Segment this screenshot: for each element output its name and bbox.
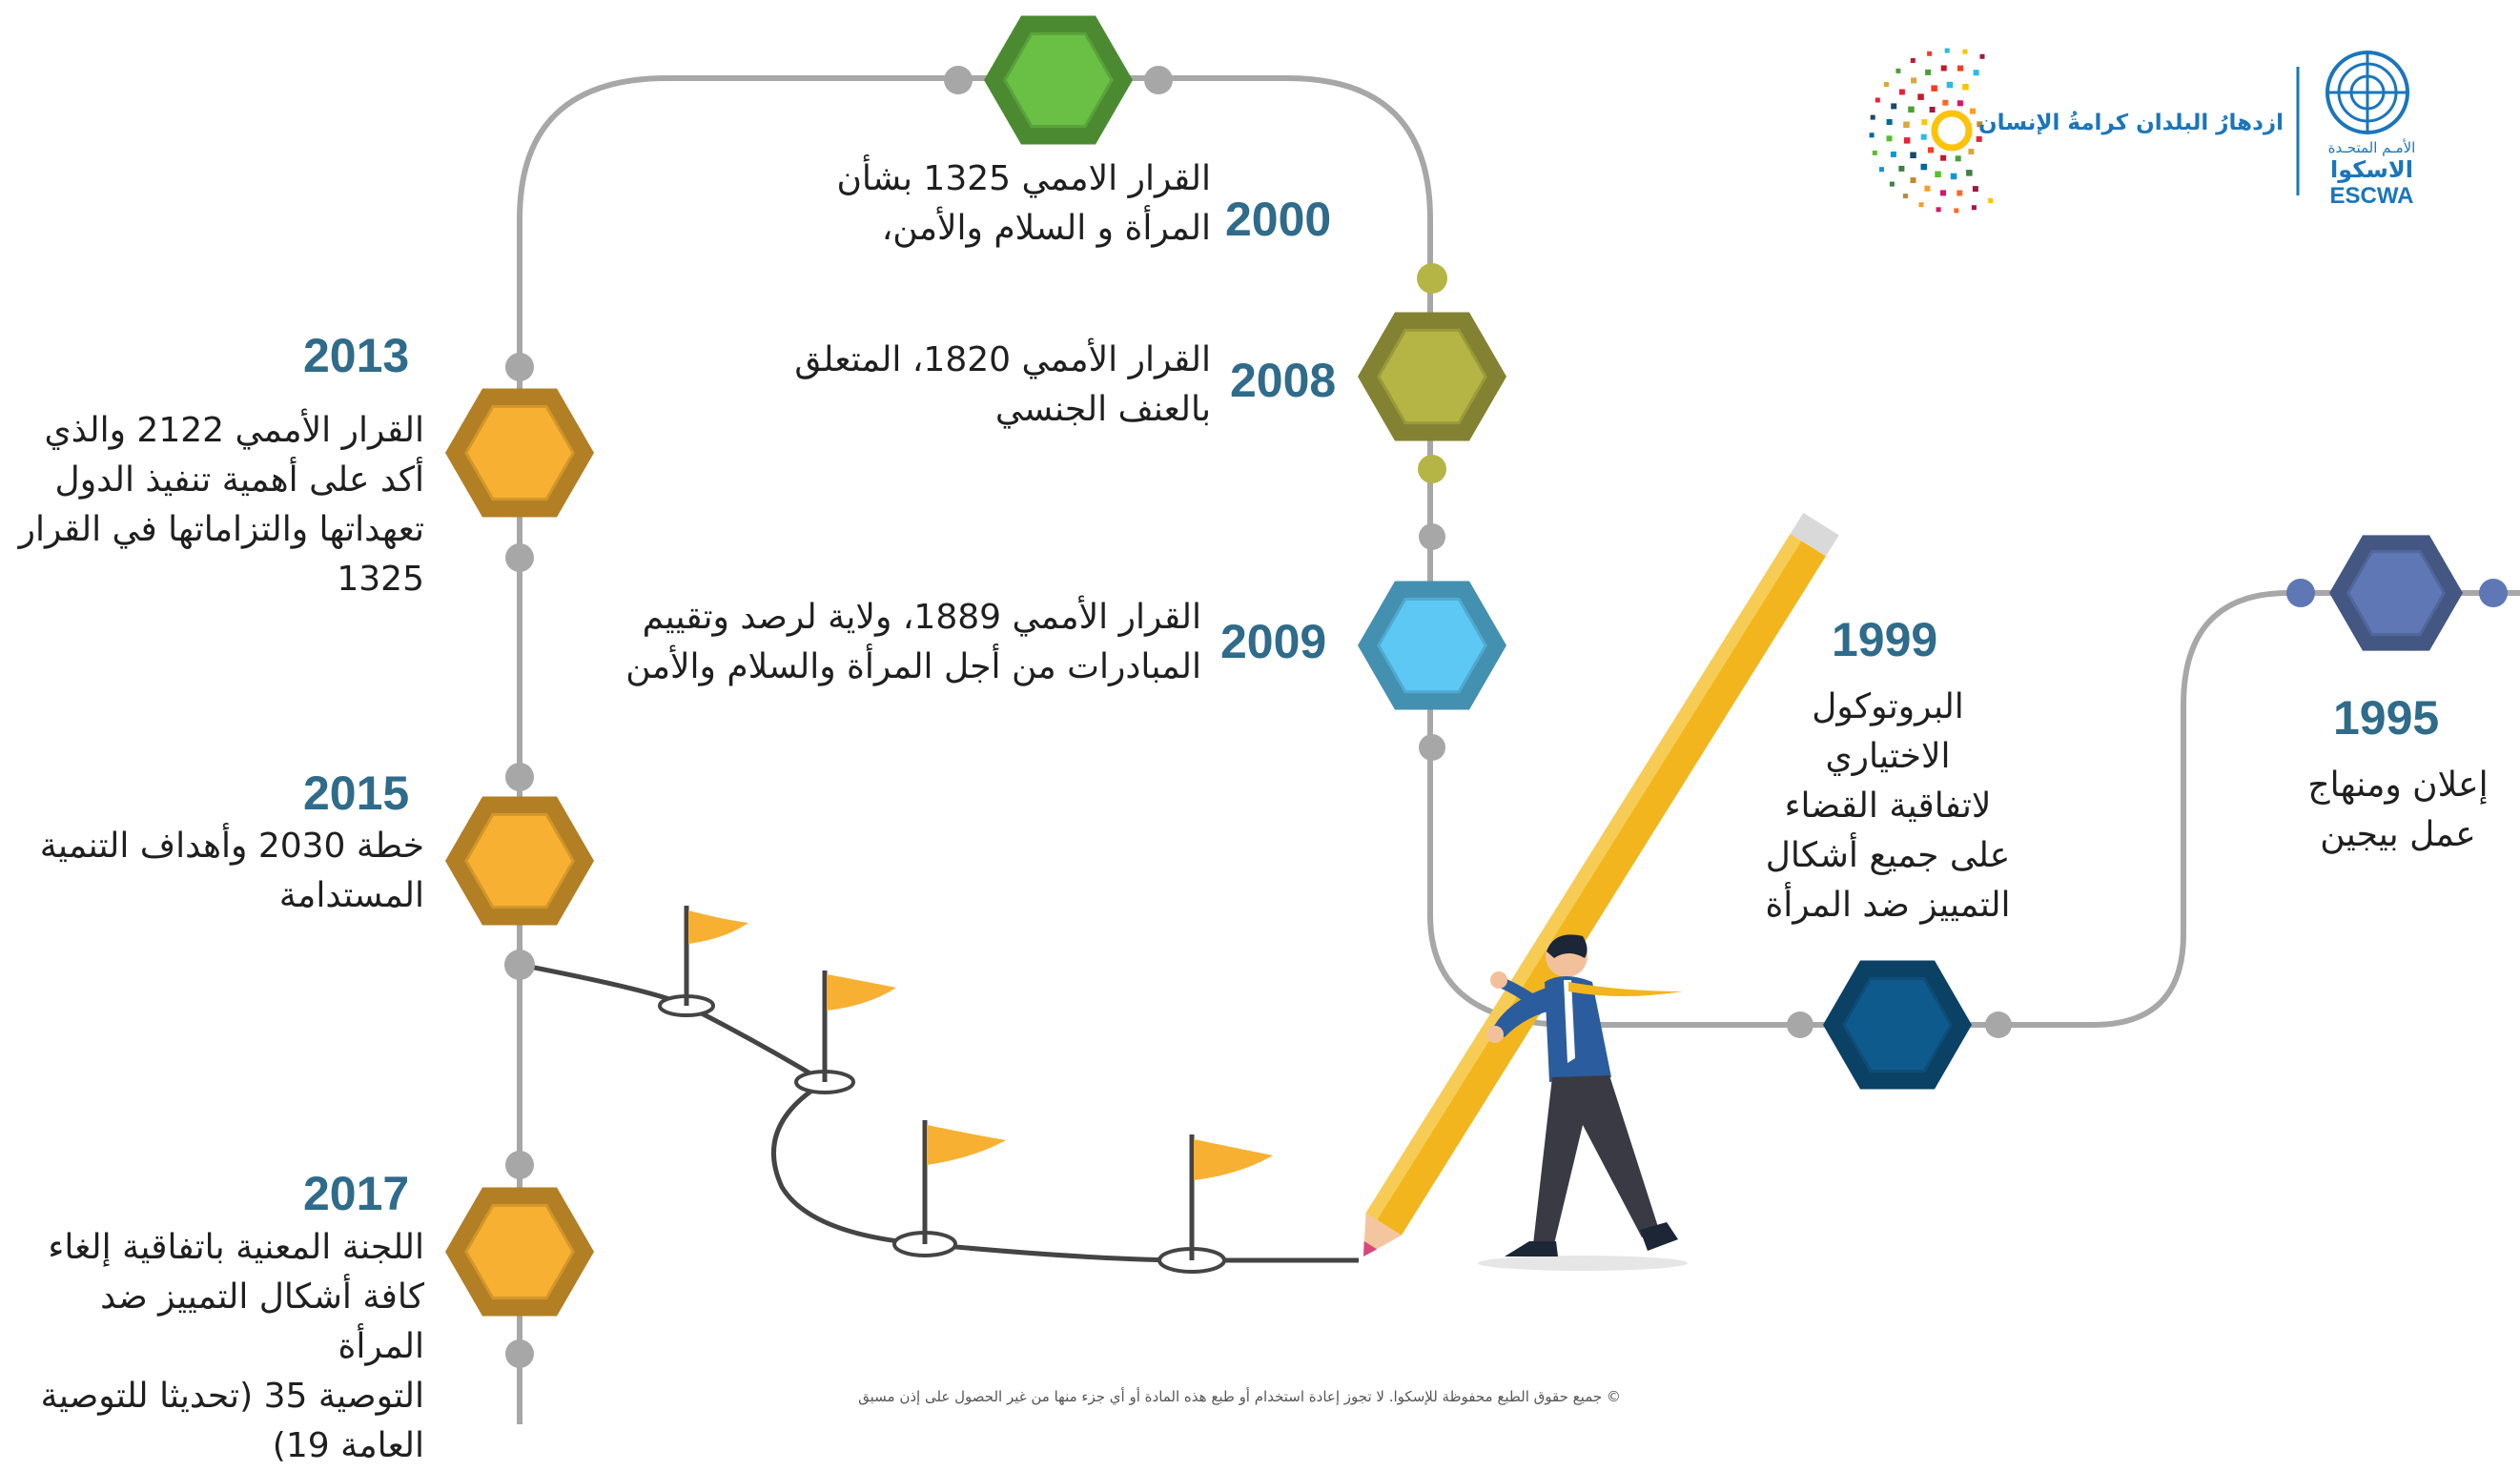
desc-line: عمل بيجين [2320,815,2476,854]
timeline-diagram [445,15,2520,1424]
flag-4 [1158,1134,1273,1274]
winding-road [519,962,1359,1263]
un-escwa-wordmark: الأمـم المتحـدة الاسكوا ESCWA [2317,48,2427,210]
copyright-notice: © جميع حقوق الطبع محفوظة للإسكوا. لا تجو… [858,1388,1621,1405]
escwa-logo: ازدهارُ البلدان كرامةُ الإنسان الأمـم ال… [1893,48,2427,229]
year-2013: 2013 [303,329,410,382]
hexagon-inner [2346,549,2447,637]
blue-dots [2286,579,2508,607]
desc-line: القرار الأممي 2122 والذي [44,411,424,450]
hexagon-marker-2013 [445,388,594,518]
desc-2013: القرار الأممي 2122 والذي أكد على أهمية ت… [5,406,424,604]
hexagon-inner [1003,31,1114,129]
flag-3 [892,1120,1006,1257]
desc-line: بالعنف الجنسي [994,390,1211,429]
desc-2017: اللجنة المعنية باتفاقية إلغاء كافة أشكال… [5,1223,424,1471]
flags [658,906,1273,1274]
hexagon-inner [1842,976,1953,1073]
desc-2000: القرار الاممي 1325 بشأن المرأة و السلام … [820,154,1211,254]
hexagon-marker-2017 [445,1187,594,1317]
desc-2009: القرار الأممي 1889، ولاية لرصد وتقييم ال… [610,593,1201,692]
hexagon-marker-2000 [984,15,1133,145]
desc-line: أكد على أهمية تنفيذ الدول [54,460,424,500]
year-1999: 1999 [1832,613,1938,666]
desc-line: على جميع أشكال [1765,836,2011,875]
desc-line: القرار الأممي 1889، ولاية لرصد وتقييم [642,598,1201,637]
flag-2 [794,970,896,1094]
desc-line: المستدامة [278,876,424,915]
olive-dots [1417,263,1447,483]
desc-line: القرار الأممي 1820، المتعلق [794,340,1211,379]
year-2017: 2017 [303,1167,410,1220]
desc-2015: خطة 2030 وأهداف التنمية المستدامة [5,822,424,921]
desc-1999: البروتوكول الاختياري لاتفاقية القضاء على… [1745,683,2031,930]
desc-line: البروتوكول [1812,687,1964,726]
hexagon-inner [1377,328,1487,425]
desc-line: الاختياري [1825,737,1951,776]
hexagon-marker-1999 [1823,960,1972,1090]
pencil-illustration [1363,513,1839,1256]
year-1995: 1995 [2333,691,2440,745]
desc-2008: القرار الأممي 1820، المتعلق بالعنف الجنس… [772,336,1211,435]
desc-line: التمييز ضد المرأة [1765,886,2011,925]
hexagon-marker-2009 [1358,581,1506,710]
logo-slogan: ازدهارُ البلدان كرامةُ الإنسان [1978,111,2284,135]
hexagon-inner [464,812,575,909]
desc-line: اللجنة المعنية باتفاقية إلغاء [48,1228,424,1267]
desc-line: القرار الاممي 1325 بشأن [836,159,1211,198]
desc-line: التوصية 35 (تحديثا للتوصية [40,1377,424,1416]
hexagon-inner [464,404,575,501]
sdg-logo-icon [1869,48,1994,214]
desc-line: إعلان ومنهاج [2307,766,2489,805]
desc-1995: إعلان ومنهاج عمل بيجين [2288,761,2508,860]
hexagon-inner [464,1203,575,1300]
escwa-english-name: ESCWA [2329,183,2414,209]
hexagon-marker-2008 [1358,312,1506,441]
year-2015: 2015 [303,766,410,820]
desc-line: كافة أشكال التمييز ضد المرأة [100,1277,424,1366]
desc-line: المبادرات من أجل المرأة والسلام والأمن [625,647,1201,686]
escwa-arabic-name: الاسكوا [2330,156,2413,183]
timeline-path [517,75,2520,1424]
desc-line: 1325 [337,560,424,599]
year-2000: 2000 [1225,193,1332,246]
un-arabic-small: الأمـم المتحـدة [2327,139,2416,156]
hexagon-inner [1377,597,1487,694]
timeline-infographic: ازدهارُ البلدان كرامةُ الإنسان الأمـم ال… [5,15,2520,1465]
desc-line: العامة 19) [272,1426,424,1465]
hexagon-marker-1995 [2329,535,2463,651]
connector-dots [504,66,2012,1368]
un-emblem-icon [2325,51,2409,134]
desc-line: لاتفاقية القضاء [1784,787,1992,826]
desc-line: المرأة و السلام والأمن، [881,209,1211,248]
person-illustration [1478,934,1688,1271]
hexagon-marker-2015 [445,796,594,926]
year-2008: 2008 [1230,354,1337,407]
desc-line: خطة 2030 وأهداف التنمية [39,827,424,866]
flag-1 [658,906,748,1017]
year-2009: 2009 [1220,615,1327,668]
desc-line: تعهداتها والتزاماتها في القرار [18,510,424,549]
